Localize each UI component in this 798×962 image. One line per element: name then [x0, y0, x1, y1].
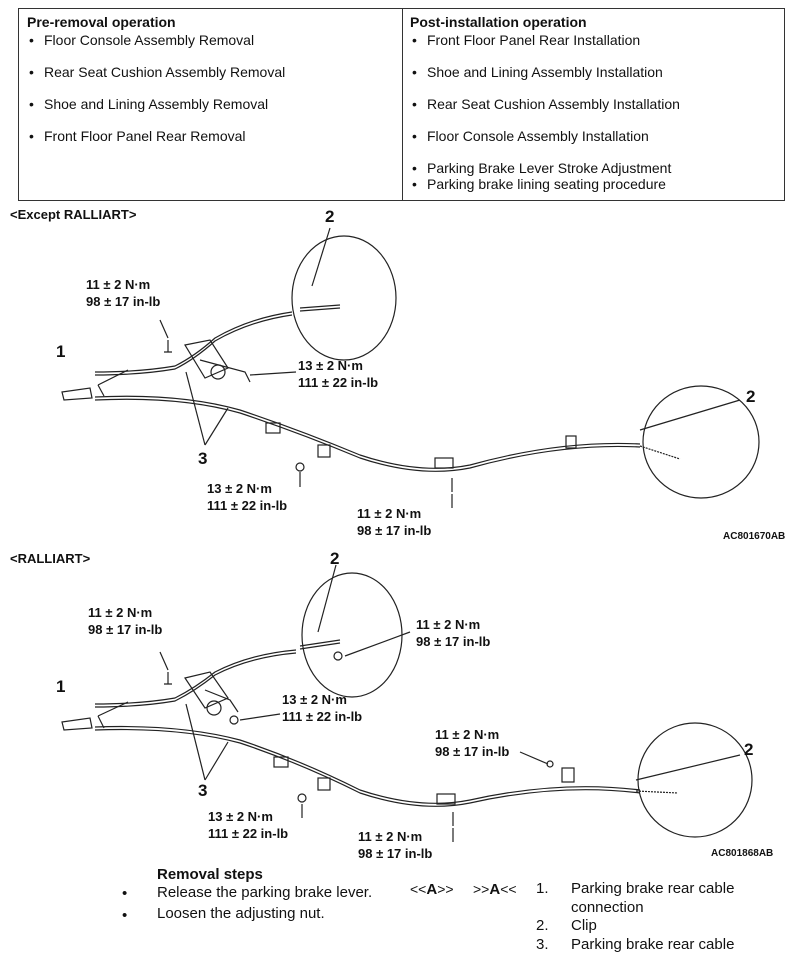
callout-number: 1	[56, 342, 66, 361]
removal-steps-title: Removal steps	[157, 866, 263, 883]
list-item: Rear Seat Cushion Assembly Installation	[410, 96, 680, 112]
list-item: Floor Console Assembly Installation	[410, 128, 649, 144]
list-item: Parking brake lining seating procedure	[410, 176, 666, 192]
detail-circle	[642, 385, 760, 499]
bullet: •	[122, 907, 128, 924]
operations-table: Pre-removal operation Floor Console Asse…	[18, 8, 785, 201]
list-item: Shoe and Lining Assembly Installation	[410, 64, 663, 80]
pre-removal-column: Pre-removal operation Floor Console Asse…	[27, 14, 397, 144]
callout-number: 3	[198, 781, 208, 800]
callout-number: 2	[744, 740, 754, 759]
list-item: Floor Console Assembly Removal	[27, 32, 254, 48]
figure-id: AC801670AB	[723, 531, 786, 542]
detail-circle	[637, 722, 753, 838]
post-installation-column: Post-installation operation Front Floor …	[410, 14, 780, 192]
list-item: Front Floor Panel Rear Installation	[410, 32, 640, 48]
figure-label-ralliart: <RALLIART>	[10, 551, 91, 566]
removal-step: Release the parking brake lever.	[157, 884, 373, 901]
figure-id: AC801868AB	[711, 848, 774, 859]
bullet: •	[122, 885, 128, 902]
list-item: Shoe and Lining Assembly Removal	[27, 96, 268, 112]
post-installation-title: Post-installation operation	[410, 14, 587, 30]
callout-number: 3	[198, 449, 208, 468]
table-divider	[402, 9, 403, 200]
detail-circle	[301, 572, 403, 698]
list-item: Rear Seat Cushion Assembly Removal	[27, 64, 285, 80]
reference-mark-left: <<A>>	[410, 881, 454, 898]
parking-brake-cable-diagram-except-ralliart	[61, 227, 760, 508]
reference-mark-right: >>A<<	[473, 881, 517, 898]
removal-step: Loosen the adjusting nut.	[157, 905, 325, 922]
figure-label-except-ralliart: <Except RALLIART>	[10, 207, 137, 222]
list-item: Front Floor Panel Rear Removal	[27, 128, 246, 144]
pre-removal-title: Pre-removal operation	[27, 14, 176, 30]
list-item: Parking Brake Lever Stroke Adjustment	[410, 160, 671, 176]
callout-number: 2	[325, 207, 335, 226]
parking-brake-cable-diagram-ralliart	[61, 564, 753, 842]
callout-number: 1	[56, 677, 66, 696]
detail-circle	[291, 235, 397, 361]
callout-number: 2	[746, 387, 756, 406]
callout-number: 2	[330, 549, 340, 568]
